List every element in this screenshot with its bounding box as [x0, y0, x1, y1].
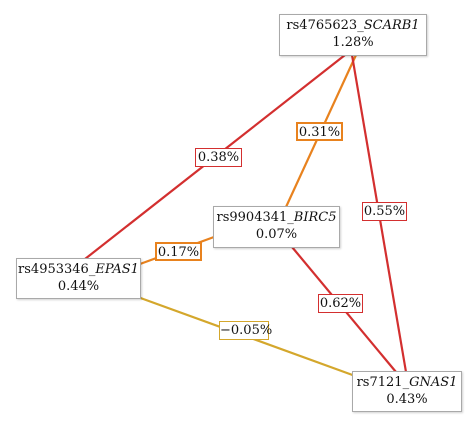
node-birc5-gene: BIRC5: [293, 210, 337, 225]
node-scarb1-snp: rs4765623_SCARB1: [286, 18, 420, 33]
node-epas1-value: 0.44%: [57, 279, 100, 294]
node-epas1-snp: rs4953346_EPAS1: [18, 262, 139, 277]
node-scarb1-gene: SCARB1: [363, 18, 420, 33]
edge-label-birc5-gnas1: 0.62%: [318, 294, 363, 313]
node-gnas1-snp: rs7121_GNAS1: [356, 375, 458, 390]
node-gnas1[interactable]: rs7121_GNAS1 0.43%: [352, 371, 462, 412]
node-epas1-gene: EPAS1: [95, 262, 139, 277]
node-gnas1-value: 0.43%: [386, 392, 428, 407]
node-birc5[interactable]: rs9904341_BIRC5 0.07%: [213, 206, 340, 248]
node-gnas1-gene: GNAS1: [409, 375, 458, 390]
node-scarb1-value: 1.28%: [332, 35, 374, 50]
node-birc5-snp: rs9904341_BIRC5: [216, 210, 337, 225]
edge-label-scarb1-gnas1: 0.55%: [362, 202, 407, 221]
node-scarb1[interactable]: rs4765623_SCARB1 1.28%: [279, 14, 427, 56]
edge-label-birc5-epas1: 0.17%: [155, 242, 202, 261]
node-epas1[interactable]: rs4953346_EPAS1 0.44%: [16, 258, 141, 299]
node-birc5-value: 0.07%: [255, 227, 298, 242]
edge-label-scarb1-epas1: 0.38%: [195, 148, 242, 167]
edge-label-epas1-gnas1: −0.05%: [219, 321, 273, 340]
edge-label-scarb1-birc5: 0.31%: [296, 122, 343, 141]
